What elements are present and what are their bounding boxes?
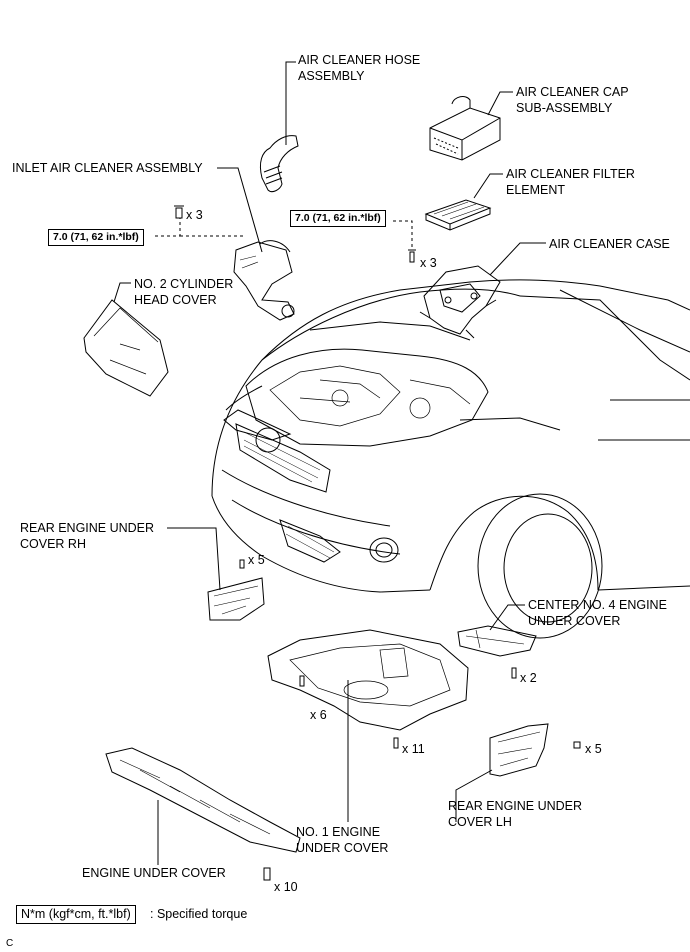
leader-inlet-air-cleaner xyxy=(217,167,263,253)
leader-rear-rh xyxy=(167,527,221,591)
qty-case-bolts: x 3 xyxy=(420,256,437,270)
emblem xyxy=(255,427,281,453)
inlet-air-cleaner-assembly xyxy=(233,241,295,321)
label-rear-engine-under-cover-lh: REAR ENGINE UNDER COVER LH xyxy=(448,799,583,829)
qty-under-cover-bolts: x 10 xyxy=(274,880,298,894)
label-rear-engine-under-cover-rh: REAR ENGINE UNDER COVER RH xyxy=(20,521,155,551)
engine-bay xyxy=(245,348,489,447)
qty-center-bolts: x 2 xyxy=(520,671,537,685)
qty-inlet-bolts: x 3 xyxy=(186,208,203,222)
legend-description: : Specified torque xyxy=(150,907,248,921)
torque-spec-case: 7.0 (71, 62 in.*lbf) xyxy=(290,210,386,227)
qty-no1-clips: x 6 xyxy=(310,708,327,722)
qty-lh-clips: x 5 xyxy=(585,742,602,756)
leader-air-cleaner-hose xyxy=(285,61,296,145)
car-body xyxy=(211,279,690,497)
upper-grille xyxy=(235,423,331,493)
torque-spec-inlet: 7.0 (71, 62 in.*lbf) xyxy=(48,229,144,246)
label-air-cleaner-case: AIR CLEANER CASE xyxy=(549,237,670,251)
rear-engine-under-cover-lh xyxy=(489,723,549,777)
air-cleaner-cap xyxy=(429,107,501,161)
label-air-cleaner-cap-sub-assembly: AIR CLEANER CAP SUB-ASSEMBLY xyxy=(516,85,629,115)
leader-torque-case xyxy=(393,220,413,250)
leader-air-cleaner-cap xyxy=(487,91,513,116)
leader-torque-inlet xyxy=(155,218,181,237)
corner-mark: C xyxy=(6,938,14,949)
label-no2-cylinder-head-cover: NO. 2 CYLINDER HEAD COVER xyxy=(134,277,234,307)
label-inlet-air-cleaner-assembly: INLET AIR CLEANER ASSEMBLY xyxy=(12,161,203,175)
leader-air-cleaner-case xyxy=(489,242,546,276)
air-cleaner-filter-element xyxy=(424,199,492,225)
label-engine-under-cover: ENGINE UNDER COVER xyxy=(82,866,226,880)
center-no4-engine-under-cover xyxy=(457,625,537,657)
qty-no1-bolts: x 11 xyxy=(402,742,425,756)
leader-air-cleaner-filter xyxy=(473,173,503,199)
engine-under-cover xyxy=(105,747,301,853)
no2-cylinder-head-cover xyxy=(83,299,169,397)
leader-center-no4 xyxy=(489,604,525,631)
leader-rear-lh xyxy=(455,769,493,822)
label-center-no4-engine-under-cover: CENTER NO. 4 ENGINE UNDER COVER xyxy=(528,598,667,628)
label-no1-engine-under-cover: NO. 1 ENGINE UNDER COVER xyxy=(296,825,389,855)
air-cleaner-case xyxy=(423,265,501,335)
no1-engine-under-cover xyxy=(267,629,469,731)
rear-engine-under-cover-rh xyxy=(207,577,265,621)
qty-rh-clips: x 5 xyxy=(248,553,265,567)
headlight xyxy=(223,409,292,441)
label-air-cleaner-filter-element: AIR CLEANER FILTER ELEMENT xyxy=(506,167,635,197)
legend-torque-unit-box: N*m (kgf*cm, ft.*lbf) xyxy=(16,905,136,924)
front-wheel xyxy=(477,493,603,639)
leader-no2-head-cover xyxy=(113,282,131,303)
lower-grille xyxy=(279,519,341,563)
label-air-cleaner-hose-assembly: AIR CLEANER HOSE ASSEMBLY xyxy=(298,53,421,83)
air-cleaner-hose xyxy=(259,135,299,193)
